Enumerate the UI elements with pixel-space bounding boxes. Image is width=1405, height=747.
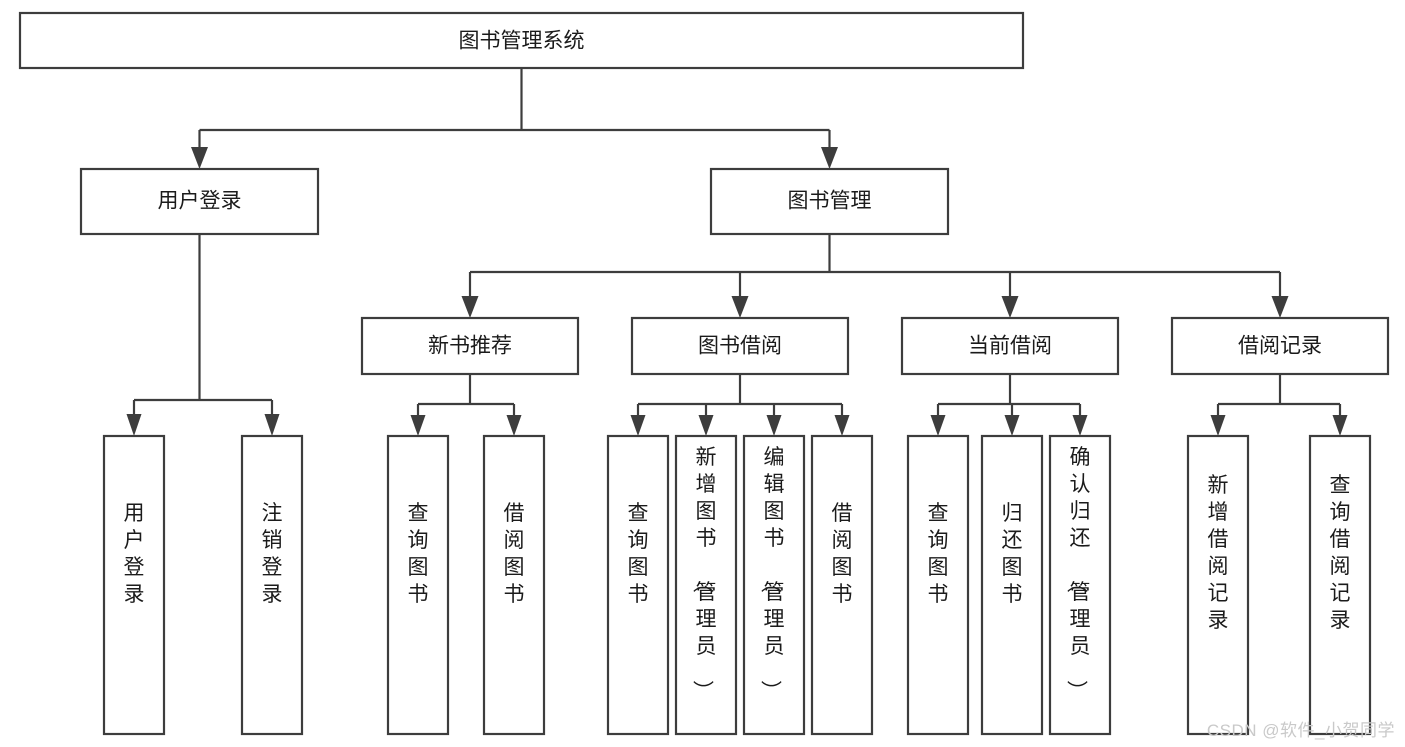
node-user-login-label: 用户登录	[158, 190, 242, 213]
leaf-confirm-return-box[interactable]	[1048, 434, 1112, 736]
leaf-user-login-label: 用户登录	[124, 502, 145, 606]
arrowhead-leaf-logout	[264, 414, 280, 436]
connector-layer	[126, 68, 1348, 436]
leaf-return-book-box[interactable]	[980, 434, 1044, 736]
node-current-borrow-box[interactable]	[900, 316, 1120, 376]
arrowhead-leaf-query-book-1	[410, 415, 426, 436]
node-book-manage-box[interactable]	[709, 167, 950, 236]
leaf-add-record[interactable]: 新增借阅记录	[1186, 434, 1250, 736]
leaf-query-record-label: 查询借阅记录	[1330, 474, 1351, 632]
leaf-add-book[interactable]: 新增图书（管理员）	[674, 434, 738, 736]
arrowhead-leaf-user-login	[126, 414, 142, 436]
leaf-query-book-3-box[interactable]	[906, 434, 970, 736]
leaf-return-book[interactable]: 归还图书	[980, 434, 1044, 736]
arrowhead-leaf-edit-book	[766, 415, 782, 436]
arrowhead-leaf-add-record	[1210, 415, 1226, 436]
leaf-logout-label: 注销登录	[262, 502, 283, 606]
leaf-query-book-1-label: 查询图书	[408, 502, 429, 606]
leaf-add-book-box[interactable]	[674, 434, 738, 736]
leaf-query-book-3[interactable]: 查询图书	[906, 434, 970, 736]
arrowhead-leaf-confirm-return	[1072, 415, 1088, 436]
node-book-borrow-label: 图书借阅	[698, 335, 782, 358]
leaf-edit-book-label: 编辑图书（管理员）	[759, 446, 785, 701]
leaf-borrow-book-2-box[interactable]	[810, 434, 874, 736]
leaf-borrow-book-1-box[interactable]	[482, 434, 546, 736]
node-borrow-record[interactable]: 借阅记录	[1170, 316, 1390, 376]
leaf-edit-book-box[interactable]	[742, 434, 806, 736]
leaf-query-record[interactable]: 查询借阅记录	[1308, 434, 1372, 736]
leaf-borrow-book-2[interactable]: 借阅图书	[810, 434, 874, 736]
node-new-book-rec-label: 新书推荐	[428, 335, 512, 358]
leaf-user-login[interactable]: 用户登录	[102, 434, 166, 736]
node-book-manage-label: 图书管理	[788, 190, 872, 213]
node-new-book-rec[interactable]: 新书推荐	[360, 316, 580, 376]
leaf-return-book-label: 归还图书	[1002, 502, 1023, 606]
node-root-box[interactable]	[18, 11, 1025, 70]
leaf-confirm-return[interactable]: 确认归还（管理员）	[1048, 434, 1112, 736]
arrowhead-leaf-query-record	[1332, 415, 1348, 436]
leaf-query-book-2[interactable]: 查询图书	[606, 434, 670, 736]
leaf-query-book-2-label: 查询图书	[628, 502, 649, 606]
leaf-query-book-3-label: 查询图书	[928, 502, 949, 606]
arrowhead-current-borrow	[1001, 296, 1019, 318]
leaf-query-book-1-box[interactable]	[386, 434, 450, 736]
leaf-add-record-label: 新增借阅记录	[1208, 474, 1229, 632]
node-current-borrow[interactable]: 当前借阅	[900, 316, 1120, 376]
leaf-logout-box[interactable]	[240, 434, 304, 736]
leaf-query-record-box[interactable]	[1308, 434, 1372, 736]
arrowhead-borrow-record	[1271, 296, 1289, 318]
leaf-logout[interactable]: 注销登录	[240, 434, 304, 736]
leaf-borrow-book-1-label: 借阅图书	[504, 502, 525, 606]
arrowhead-leaf-return-book	[1004, 415, 1020, 436]
leaf-query-book-2-box[interactable]	[606, 434, 670, 736]
node-borrow-record-label: 借阅记录	[1238, 335, 1322, 358]
csdn-watermark: CSDN @软件_小贺同学	[1206, 721, 1395, 740]
node-borrow-record-box[interactable]	[1170, 316, 1390, 376]
arrowhead-leaf-add-book	[698, 415, 714, 436]
node-user-login[interactable]: 用户登录	[79, 167, 320, 236]
node-current-borrow-label: 当前借阅	[968, 335, 1052, 358]
leaf-borrow-book-1[interactable]: 借阅图书	[482, 434, 546, 736]
arrowhead-leaf-borrow-book-1	[506, 415, 522, 436]
leaf-add-book-label: 新增图书（管理员）	[691, 446, 717, 701]
node-root-label: 图书管理系统	[459, 30, 585, 53]
node-root[interactable]: 图书管理系统	[18, 11, 1025, 70]
arrowhead-leaf-query-book-2	[630, 415, 646, 436]
arrowhead-new-book-rec	[461, 296, 479, 318]
arrowhead-leaf-borrow-book-2	[834, 415, 850, 436]
node-book-borrow[interactable]: 图书借阅	[630, 316, 850, 376]
node-book-manage[interactable]: 图书管理	[709, 167, 950, 236]
arrowhead-book-borrow	[731, 296, 749, 318]
arrowhead-user-login	[191, 147, 208, 169]
arrowhead-book-manage	[821, 147, 838, 169]
arrowhead-leaf-query-book-3	[930, 415, 946, 436]
node-new-book-rec-box[interactable]	[360, 316, 580, 376]
node-user-login-box[interactable]	[79, 167, 320, 236]
leaf-edit-book[interactable]: 编辑图书（管理员）	[742, 434, 806, 736]
leaf-borrow-book-2-label: 借阅图书	[832, 502, 853, 606]
leaf-add-record-box[interactable]	[1186, 434, 1250, 736]
node-book-borrow-box[interactable]	[630, 316, 850, 376]
leaf-confirm-return-label: 确认归还（管理员）	[1065, 446, 1091, 701]
leaf-user-login-box[interactable]	[102, 434, 166, 736]
leaf-query-book-1[interactable]: 查询图书	[386, 434, 450, 736]
